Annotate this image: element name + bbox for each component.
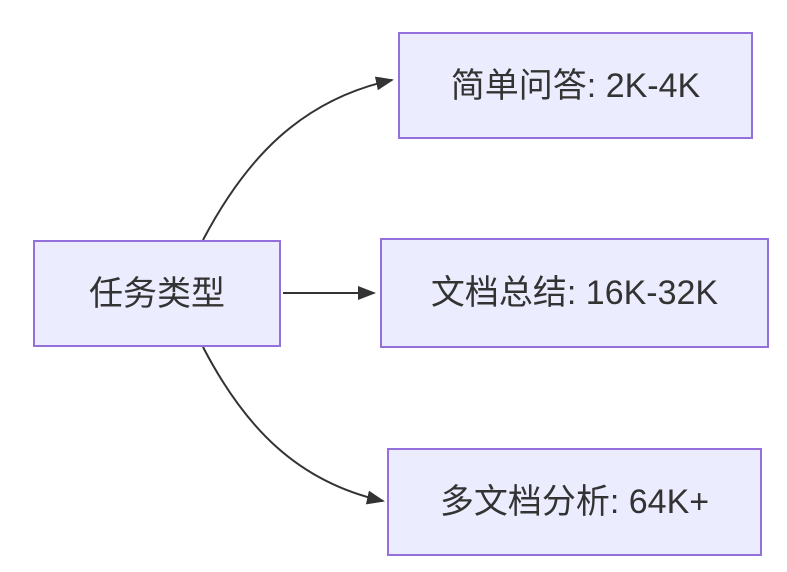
edge-root-to-branch-2 xyxy=(202,346,385,505)
node-task-type-label: 任务类型 xyxy=(89,274,225,313)
edge-root-to-branch-0 xyxy=(202,76,394,241)
node-multi-doc-analysis-label: 多文档分析: 64K+ xyxy=(439,483,710,521)
node-doc-summary: 文档总结: 16K-32K xyxy=(380,238,769,348)
node-task-type: 任务类型 xyxy=(33,240,281,347)
node-simple-qa: 简单问答: 2K-4K xyxy=(398,32,753,139)
node-doc-summary-label: 文档总结: 16K-32K xyxy=(430,274,719,312)
node-multi-doc-analysis: 多文档分析: 64K+ xyxy=(387,448,762,556)
node-simple-qa-label: 简单问答: 2K-4K xyxy=(450,66,701,105)
